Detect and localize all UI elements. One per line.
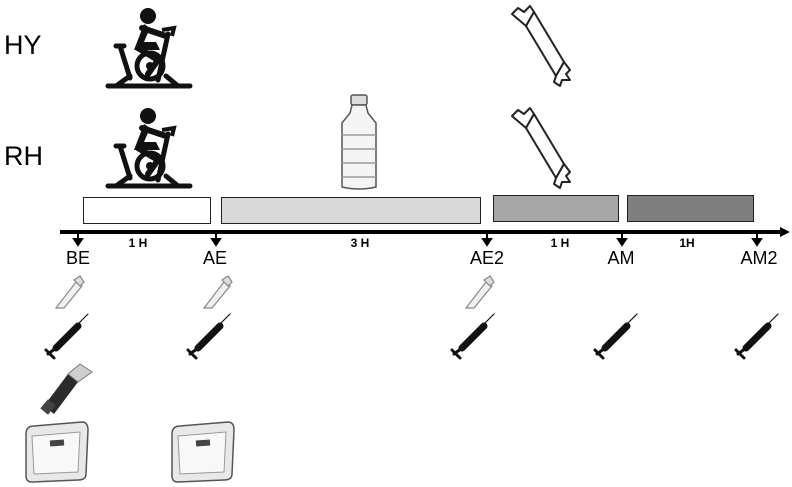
phase-bar-exercise [83,197,211,224]
duration-label: 1 H [550,236,570,250]
energy-bar-icon [511,5,571,87]
timeline-axis [60,227,790,247]
phase-bar-rehydration [221,197,481,224]
phase-bar-post-1 [493,195,619,222]
exercise-bike-icon [105,8,193,89]
syringe-icon [186,313,231,360]
timepoint-label: AE2 [469,248,505,268]
duration-label: 1H [679,236,695,250]
sample-tube-icon [202,275,233,309]
weighing-scale-icon [171,421,235,483]
weighing-scale-icon [25,421,89,483]
timepoint-label: BE [65,248,90,268]
sample-tube-icon [464,275,495,309]
refractometer-icon [40,363,93,415]
syringe-icon [44,313,89,360]
timepoint-label: AM2 [740,248,778,268]
group-label-hy: HY [4,30,42,60]
timepoint-label: AM [607,248,635,268]
sample-tube-icon [54,275,85,309]
energy-bar-icon [511,107,571,189]
exercise-bike-icon [105,108,193,189]
syringe-icon [593,313,638,360]
duration-label: 3 H [350,236,370,250]
duration-label: 1 H [128,236,148,250]
syringe-icon [734,313,779,360]
timepoint-label: AE [202,248,227,268]
water-bottle-icon [341,94,377,190]
group-label-rh: RH [4,141,43,171]
syringe-icon [450,313,495,360]
phase-bar-post-2 [627,195,754,222]
